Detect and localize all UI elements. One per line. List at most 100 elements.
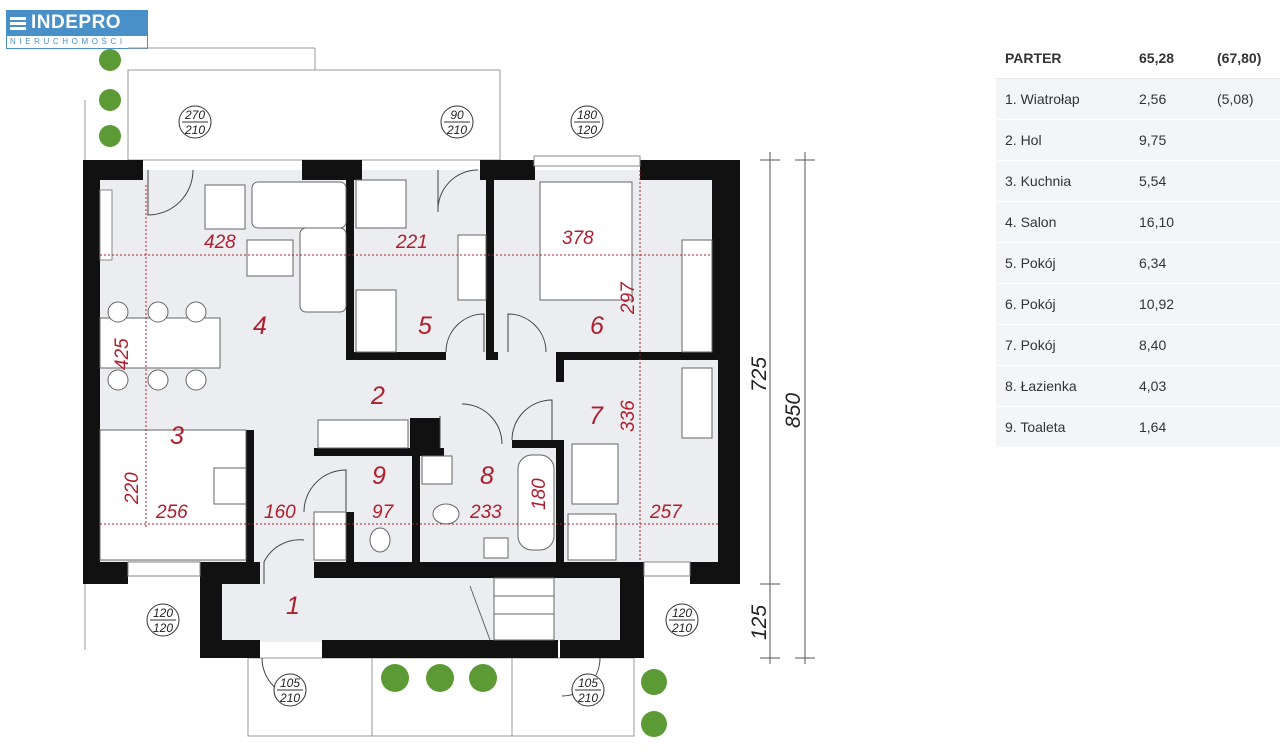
table-header-row: PARTER 65,28 (67,80) xyxy=(996,38,1280,79)
room-name: 2. Hol xyxy=(996,119,1130,161)
dim-97: 97 xyxy=(372,502,395,523)
room-name: 4. Salon xyxy=(996,201,1130,243)
room-area: 4,03 xyxy=(1130,365,1208,407)
room-area: 2,56 xyxy=(1130,78,1208,120)
walls xyxy=(83,160,740,658)
opening-height: 210 xyxy=(671,621,692,635)
room-name: 8. Łazienka xyxy=(996,365,1130,407)
table-row: 1. Wiatrołap 2,56 (5,08) xyxy=(996,78,1280,120)
logo-brand-bar: INDEPRO xyxy=(6,10,148,36)
opening-width: 105 xyxy=(280,676,300,690)
table-row: 5. Pokój 6,34 xyxy=(996,242,1280,284)
opening-width: 105 xyxy=(578,676,598,690)
dim-428: 428 xyxy=(204,232,236,253)
room-number-5: 5 xyxy=(418,312,432,340)
dimension-lines xyxy=(100,170,718,560)
room-area: 9,75 xyxy=(1130,119,1208,161)
dim-257: 257 xyxy=(649,502,683,523)
room-area-alt xyxy=(1208,242,1280,284)
dim-297: 297 xyxy=(618,281,639,315)
room-area: 6,34 xyxy=(1130,242,1208,284)
room-area: 16,10 xyxy=(1130,201,1208,243)
opening-width: 270 xyxy=(184,108,205,122)
dim-233: 233 xyxy=(469,502,502,523)
room-area: 10,92 xyxy=(1130,283,1208,325)
dim-220: 220 xyxy=(122,472,143,505)
room-number-3: 3 xyxy=(170,422,184,450)
opening-labels: 2702109021018012012012012021010521010521… xyxy=(146,105,699,707)
dim-160: 160 xyxy=(264,502,296,523)
table-row: 9. Toaleta 1,64 xyxy=(996,406,1280,448)
table-row: 8. Łazienka 4,03 xyxy=(996,365,1280,407)
room-number-2: 2 xyxy=(370,382,385,410)
room-area-table: PARTER 65,28 (67,80) 1. Wiatrołap 2,56 (… xyxy=(996,38,1280,448)
outer-dimension-lines xyxy=(760,152,815,664)
header-area: 65,28 xyxy=(1130,38,1208,79)
opening-width: 120 xyxy=(153,606,173,620)
room-number-9: 9 xyxy=(372,462,386,490)
dim-180: 180 xyxy=(529,478,550,510)
dim-425: 425 xyxy=(112,338,133,370)
opening-width: 180 xyxy=(577,108,597,122)
header-floor-name: PARTER xyxy=(996,38,1130,79)
company-logo: INDEPRO NIERUCHOMOŚCI xyxy=(6,10,148,49)
opening-height: 210 xyxy=(577,691,598,705)
room-area-alt xyxy=(1208,283,1280,325)
room-number-8: 8 xyxy=(480,462,494,490)
room-area-alt xyxy=(1208,365,1280,407)
dim-850: 850 xyxy=(782,393,805,428)
logo-subtitle: NIERUCHOMOŚCI xyxy=(6,36,148,49)
logo-brand-text: INDEPRO xyxy=(31,12,122,33)
table-row: 7. Pokój 8,40 xyxy=(996,324,1280,366)
room-number-4: 4 xyxy=(253,312,267,340)
room-area-alt xyxy=(1208,324,1280,366)
dim-256: 256 xyxy=(155,502,188,523)
table-row: 6. Pokój 10,92 xyxy=(996,283,1280,325)
outer-dimension-labels: 725 850 125 xyxy=(748,357,805,640)
room-name: 5. Pokój xyxy=(996,242,1130,284)
opening-height: 210 xyxy=(184,123,205,137)
room-numbers: 1 2 3 4 5 6 7 8 9 xyxy=(170,312,604,620)
room-name: 6. Pokój xyxy=(996,283,1130,325)
room-area: 5,54 xyxy=(1130,160,1208,202)
room-number-7: 7 xyxy=(589,402,604,430)
room-area-alt xyxy=(1208,160,1280,202)
shrubs xyxy=(99,49,667,737)
opening-height: 120 xyxy=(577,123,597,137)
dim-725: 725 xyxy=(748,357,771,392)
opening-height: 210 xyxy=(279,691,300,705)
header-area-alt: (67,80) xyxy=(1208,38,1280,79)
opening-width: 120 xyxy=(672,606,692,620)
room-name: 7. Pokój xyxy=(996,324,1130,366)
room-name: 1. Wiatrołap xyxy=(996,78,1130,120)
windows xyxy=(99,155,691,577)
room-area-alt xyxy=(1208,406,1280,448)
opening-height: 210 xyxy=(446,123,467,137)
logo-building-icon xyxy=(10,15,26,32)
room-area-alt: (5,08) xyxy=(1208,78,1280,120)
room-name: 3. Kuchnia xyxy=(996,160,1130,202)
dim-336: 336 xyxy=(618,400,639,432)
room-area-alt xyxy=(1208,119,1280,161)
floor-plan: 1 2 3 4 5 6 7 8 9 428 221 378 297 425 33… xyxy=(83,47,815,737)
table-row: 2. Hol 9,75 xyxy=(996,119,1280,161)
room-area: 1,64 xyxy=(1130,406,1208,448)
dim-125: 125 xyxy=(748,605,771,640)
room-area: 8,40 xyxy=(1130,324,1208,366)
dim-221: 221 xyxy=(395,232,428,253)
room-area-alt xyxy=(1208,201,1280,243)
table-row: 3. Kuchnia 5,54 xyxy=(996,160,1280,202)
furniture xyxy=(99,179,713,641)
room-number-1: 1 xyxy=(286,592,300,620)
room-name: 9. Toaleta xyxy=(996,406,1130,448)
table-row: 4. Salon 16,10 xyxy=(996,201,1280,243)
opening-width: 90 xyxy=(450,108,464,122)
dimension-labels: 428 221 378 297 425 336 220 256 160 97 2… xyxy=(112,228,683,523)
dim-378: 378 xyxy=(562,228,594,249)
